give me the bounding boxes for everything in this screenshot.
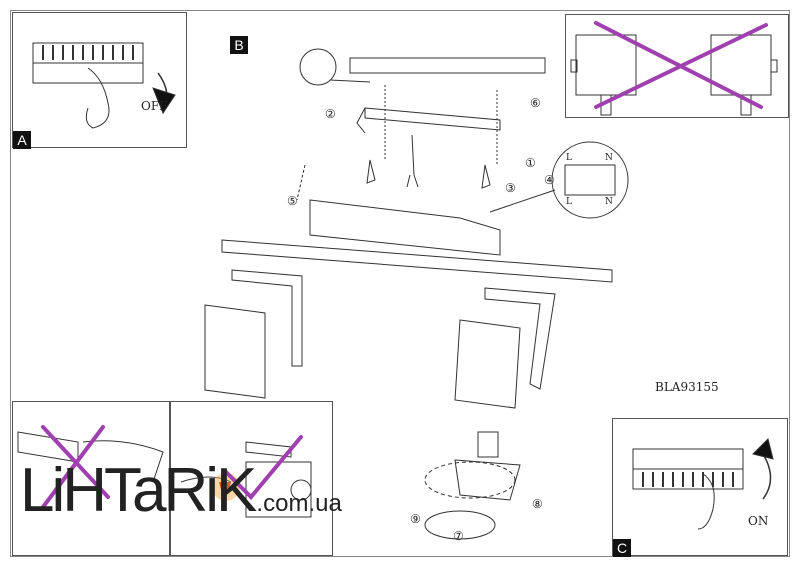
terminal-l-bottom: L bbox=[566, 197, 572, 207]
step-6: ⑥ bbox=[530, 96, 541, 110]
left-arm bbox=[231, 269, 303, 367]
breaker-off-illustration bbox=[32, 42, 176, 129]
on-label: ON bbox=[748, 514, 769, 528]
step-2: ② bbox=[325, 107, 336, 121]
panel-c-tag: C bbox=[613, 539, 631, 557]
gu10-bulb bbox=[454, 459, 521, 501]
right-spot-head bbox=[454, 319, 521, 409]
breaker-on-illustration bbox=[632, 438, 774, 530]
step-9: ⑨ bbox=[410, 512, 421, 526]
right-arm bbox=[484, 287, 556, 390]
wrong-mounting-illustration bbox=[570, 21, 778, 116]
correct-bulb-handling-illustration bbox=[180, 435, 312, 518]
left-spot-head bbox=[204, 304, 266, 399]
step-7: ⑦ bbox=[453, 529, 464, 543]
step-1: ① bbox=[525, 156, 536, 170]
watermark: LiHTaRiK .com.ua bbox=[20, 455, 342, 526]
step-8: ⑧ bbox=[532, 497, 543, 511]
screw-left bbox=[366, 159, 376, 184]
panel-a-switch-off: OFF A bbox=[12, 12, 187, 149]
model-code: BLA93155 bbox=[655, 380, 719, 394]
panel-b-tag: B bbox=[230, 36, 248, 54]
terminal-n-bottom: N bbox=[605, 197, 613, 207]
watermark-brand: LiHTaRiK bbox=[20, 456, 257, 525]
step-3: ③ bbox=[505, 181, 516, 195]
canopy-box bbox=[309, 199, 501, 256]
panel-bulb-wrong bbox=[12, 401, 170, 556]
screw-right bbox=[481, 164, 491, 189]
ceiling bbox=[349, 57, 546, 74]
step-4: ④ bbox=[544, 173, 555, 187]
terminal-block-detail bbox=[551, 141, 629, 219]
dowel-detail-circle bbox=[299, 48, 337, 86]
step-5: ⑤ bbox=[287, 194, 298, 208]
wrong-bulb-handling-illustration bbox=[17, 425, 164, 509]
panel-bulb-right bbox=[170, 401, 333, 556]
panel-wrong-mounting bbox=[565, 14, 789, 118]
track-bar bbox=[221, 239, 613, 283]
terminal-n-top: N bbox=[605, 153, 613, 163]
watermark-domain: .com.ua bbox=[256, 490, 342, 517]
off-label: OFF bbox=[141, 99, 168, 113]
panel-c-switch-on: ON C bbox=[612, 418, 788, 557]
mounting-bracket bbox=[364, 107, 501, 131]
panel-a-tag: A bbox=[13, 131, 31, 149]
terminal-l-top: L bbox=[566, 153, 572, 163]
